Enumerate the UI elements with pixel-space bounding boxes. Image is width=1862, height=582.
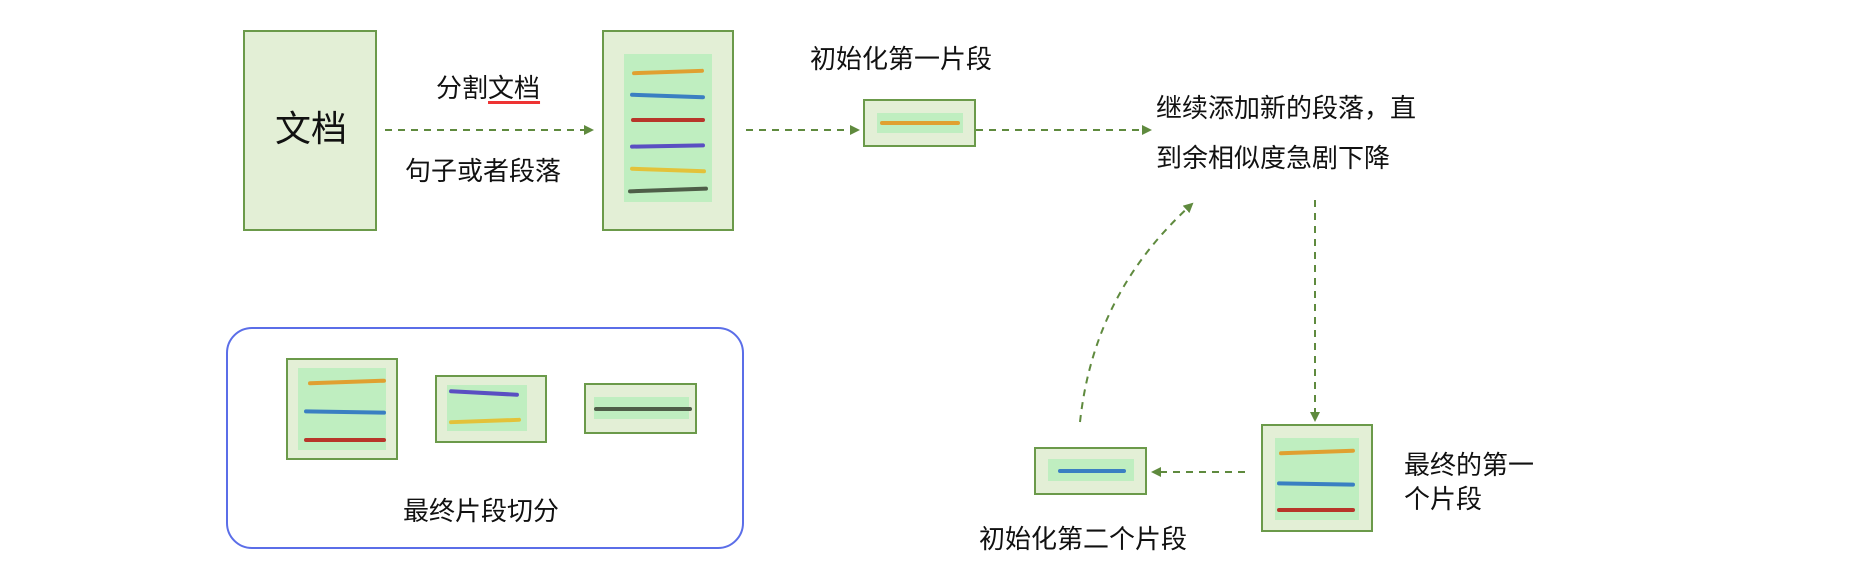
stroke-blue [1058,469,1126,473]
init-second-label: 初始化第二个片段 [979,525,1188,555]
continue-line2: 到余相似度急剧下降 [1156,144,1391,174]
final-first-box [1261,424,1373,532]
final-split-panel: 最终片段切分 [226,327,744,549]
stroke-red [1277,508,1355,512]
sentences-box [602,30,734,231]
sentences-inner [624,54,712,202]
stroke-darkgreen [594,407,692,411]
stroke-red [304,438,386,442]
document-box: 文档 [243,30,377,231]
split-box-3 [584,383,697,434]
stroke-orange [880,121,960,125]
first-fragment-box [863,99,976,147]
final-first-line2: 个片段 [1404,485,1483,515]
split-label: 分割文档 [436,76,540,102]
final-split-label: 最终片段切分 [403,497,560,527]
split-label-prefix: 分割 [436,74,489,104]
continue-line1: 继续添加新的段落，直 [1156,94,1417,124]
init-first-label: 初始化第一片段 [810,45,993,75]
split-box-2 [435,375,547,443]
split-box-1 [286,358,398,460]
split-label-suffix: 文档 [488,74,541,104]
sentences-label: 句子或者段落 [405,157,562,187]
final-first-line1: 最终的第一 [1404,451,1535,481]
stroke-red [631,118,705,122]
arrow-second-to-continue [1079,202,1194,423]
second-fragment-box [1034,447,1147,495]
document-label: 文档 [275,109,348,150]
